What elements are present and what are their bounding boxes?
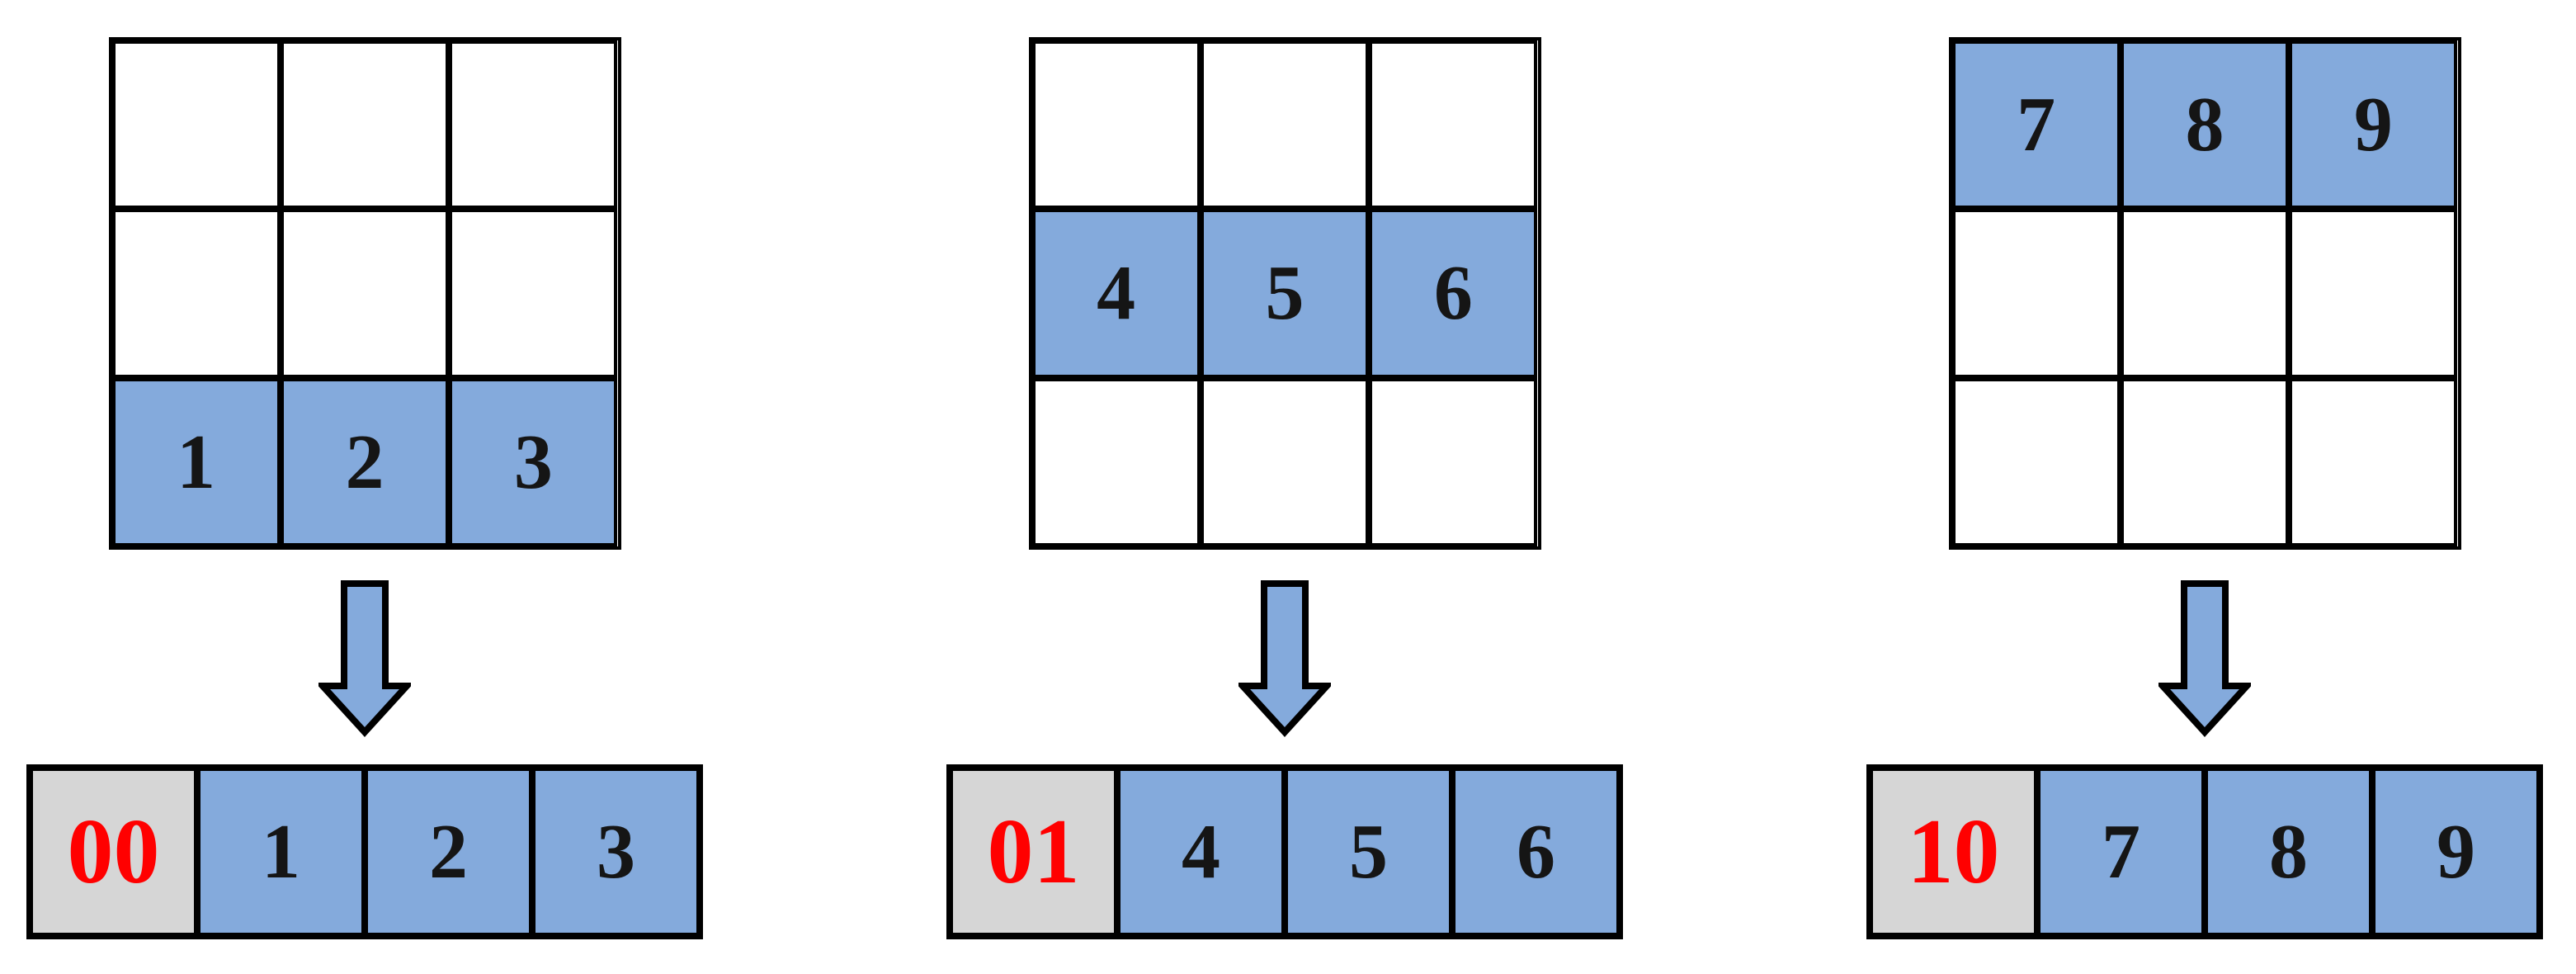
bar-code-cell: 00: [30, 768, 197, 936]
encoding-panel-bottom-row: 1 2 3 00 1 2 3: [26, 0, 703, 974]
down-arrow-icon: [318, 580, 411, 737]
grid-3x3: 4 5 6: [1028, 37, 1541, 550]
grid-cell: [1369, 377, 1538, 546]
encoded-row-bar: 01 4 5 6: [946, 764, 1623, 939]
grid-cell-highlighted: 9: [2289, 40, 2458, 210]
grid-cell: [1369, 40, 1538, 210]
grid-cell: [2289, 209, 2458, 378]
grid-cell-highlighted: 8: [2120, 40, 2290, 210]
encoding-panel-top-row: 7 8 9 10 7 8 9: [1866, 0, 2543, 974]
grid-cell: [280, 40, 450, 210]
encoded-row-bar: 00 1 2 3: [26, 764, 703, 939]
grid-cell: [1031, 40, 1201, 210]
grid-cell: [2289, 377, 2458, 546]
bar-value-cell: 1: [197, 768, 365, 936]
encoded-row-bar: 10 7 8 9: [1866, 764, 2543, 939]
down-arrow-icon: [1238, 580, 1331, 737]
bar-value-cell: 8: [2205, 768, 2372, 936]
grid-3x3: 7 8 9: [1948, 37, 2461, 550]
down-arrow-icon: [2158, 580, 2251, 737]
encoding-panel-middle-row: 4 5 6 01 4 5 6: [946, 0, 1623, 974]
grid-cell: [1031, 377, 1201, 546]
bar-value-cell: 3: [532, 768, 700, 936]
grid-cell: [111, 209, 281, 378]
grid-cell: [111, 40, 281, 210]
grid-3x3: 1 2 3: [108, 37, 621, 550]
grid-cell-highlighted: 5: [1200, 209, 1370, 378]
bar-value-cell: 9: [2372, 768, 2540, 936]
bar-value-cell: 2: [365, 768, 532, 936]
grid-cell: [1951, 209, 2121, 378]
grid-cell: [449, 40, 618, 210]
grid-cell: [280, 209, 450, 378]
grid-cell: [1200, 377, 1370, 546]
grid-cell: [1951, 377, 2121, 546]
grid-cell: [2120, 209, 2290, 378]
grid-cell-highlighted: 2: [280, 377, 450, 546]
grid-cell: [1200, 40, 1370, 210]
bar-code-cell: 01: [950, 768, 1117, 936]
bar-value-cell: 4: [1117, 768, 1285, 936]
grid-cell-highlighted: 6: [1369, 209, 1538, 378]
grid-cell-highlighted: 1: [111, 377, 281, 546]
bar-value-cell: 5: [1285, 768, 1452, 936]
grid-cell-highlighted: 7: [1951, 40, 2121, 210]
grid-cell: [2120, 377, 2290, 546]
grid-cell-highlighted: 4: [1031, 209, 1201, 378]
grid-cell: [449, 209, 618, 378]
grid-cell-highlighted: 3: [449, 377, 618, 546]
bar-value-cell: 7: [2037, 768, 2205, 936]
bar-value-cell: 6: [1452, 768, 1620, 936]
bar-code-cell: 10: [1870, 768, 2037, 936]
